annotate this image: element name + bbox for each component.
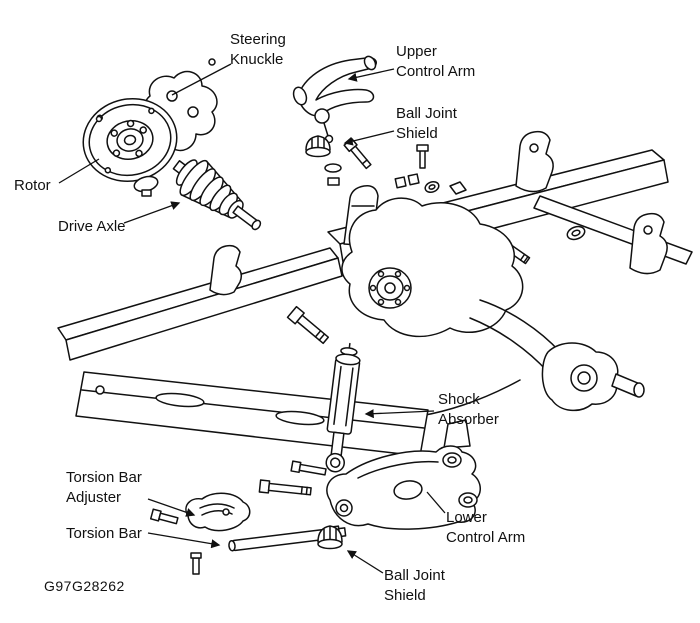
label-upper-control-arm: Upper Control Arm	[396, 43, 476, 80]
leader-ball-joint-shield-lower	[346, 550, 384, 574]
part-number: G97G28262	[44, 578, 125, 594]
label-torsion-bar: Torsion Bar	[66, 525, 142, 542]
label-lower-control-arm: Lower Control Arm	[446, 509, 526, 546]
upper-control-arm-drawing	[292, 55, 377, 144]
shock-absorber-drawing	[325, 342, 361, 473]
leader-steering-knuckle	[171, 63, 232, 96]
leader-torsion-bar-adjuster	[147, 498, 196, 517]
lower-control-arm-drawing	[258, 445, 481, 530]
leader-upper-control-arm	[347, 68, 395, 82]
leader-lines	[58, 63, 446, 574]
ball-joint-shield-upper-drawing	[305, 135, 372, 186]
torsion-bar-adjuster-drawing	[149, 492, 251, 532]
label-torsion-bar-adjuster: Torsion Bar Adjuster	[66, 469, 142, 506]
leader-ball-joint-shield-upper	[343, 130, 395, 146]
drive-axle-drawing	[172, 159, 262, 231]
label-steering-knuckle: Steering Knuckle	[230, 31, 286, 68]
leader-drive-axle	[123, 201, 181, 224]
label-ball-joint-shield-lower: Ball Joint Shield	[384, 567, 445, 604]
label-rotor: Rotor	[14, 177, 51, 194]
leader-rotor	[58, 158, 100, 184]
ball-joint-shield-lower-drawing	[317, 525, 343, 550]
leader-shock-absorber	[364, 409, 435, 419]
label-drive-axle: Drive Axle	[58, 218, 126, 235]
rotor-drawing	[82, 97, 178, 197]
leader-lower-control-arm	[426, 491, 446, 514]
label-ball-joint-shield-upper: Ball Joint Shield	[396, 105, 457, 142]
leader-torsion-bar	[147, 532, 221, 549]
label-shock-absorber: Shock Absorber	[438, 391, 499, 428]
